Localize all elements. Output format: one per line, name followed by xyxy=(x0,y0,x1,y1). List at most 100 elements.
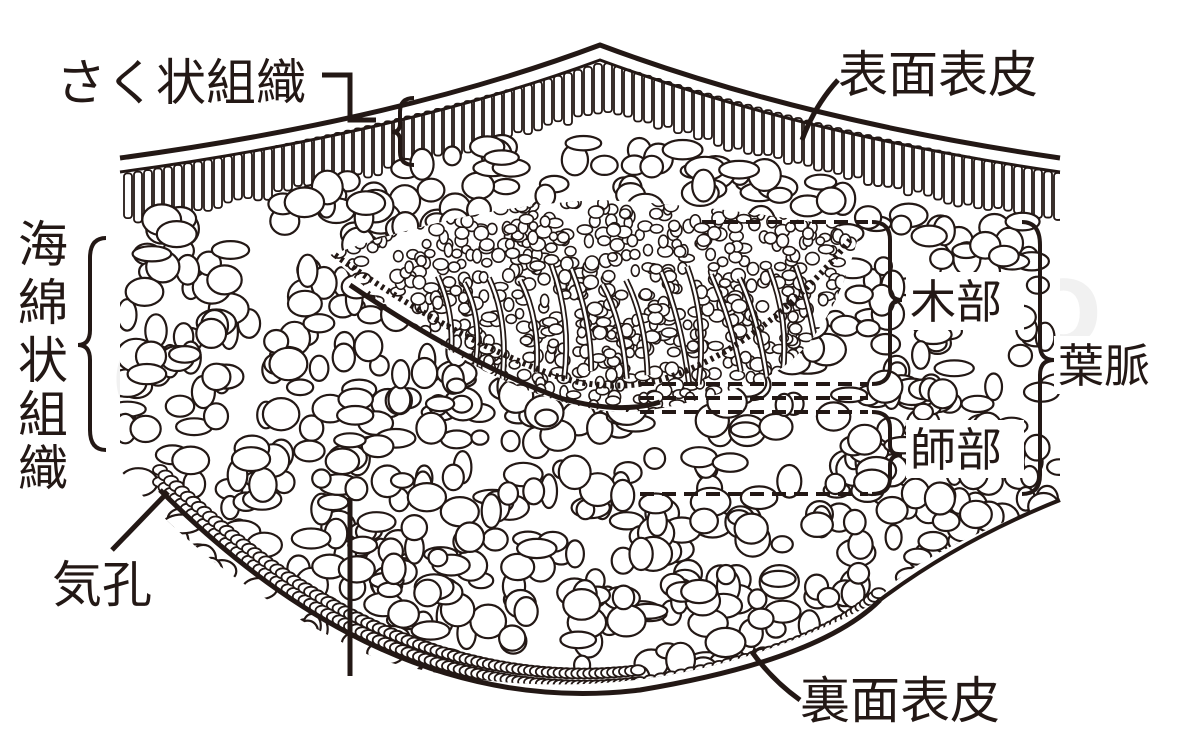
spongy-cell xyxy=(917,530,949,552)
spongy-cell xyxy=(1036,617,1060,634)
vein-cell xyxy=(503,223,518,235)
spongy-cell xyxy=(853,205,883,230)
vein-cell xyxy=(412,274,427,290)
vein-cell xyxy=(817,293,829,307)
palisade-cell xyxy=(993,161,1003,209)
spongy-cell xyxy=(910,224,948,248)
vein-cell xyxy=(718,278,732,289)
spongy-cell xyxy=(406,482,448,513)
spongy-cell xyxy=(844,284,874,305)
spongy-cell xyxy=(230,446,272,473)
palisade-cell xyxy=(123,172,133,220)
vein-cell xyxy=(647,311,664,325)
palisade-cell xyxy=(933,149,943,201)
vein-cell xyxy=(404,260,414,274)
palisade-cell xyxy=(1043,170,1053,219)
spongy-cell xyxy=(564,539,585,569)
spongy-cell xyxy=(415,411,448,445)
spongy-cell xyxy=(333,432,367,449)
vein-cell xyxy=(432,257,450,271)
spongy-cell xyxy=(912,402,934,422)
palisade-cell xyxy=(363,125,373,179)
spongy-cell xyxy=(131,245,173,263)
spongy-cell xyxy=(557,454,592,491)
spongy-cell xyxy=(829,314,861,337)
spongy-cell xyxy=(442,145,462,167)
vein-cell xyxy=(471,248,483,264)
palisade-cell xyxy=(723,98,733,152)
palisade-cell xyxy=(433,107,443,157)
palisade-layer xyxy=(123,62,1060,224)
palisade-cell xyxy=(513,86,523,134)
palisade-cell xyxy=(693,89,703,141)
palisade-cell xyxy=(713,95,723,147)
vein-cell xyxy=(787,310,799,324)
spongy-cell xyxy=(1024,637,1051,662)
spongy-cell xyxy=(497,481,520,506)
palisade-cell xyxy=(303,138,313,187)
palisade-cell xyxy=(973,157,983,210)
vein-cell xyxy=(478,238,495,252)
vein-cell xyxy=(584,255,600,271)
spongy-cell xyxy=(947,612,969,645)
vein-cell xyxy=(560,256,574,272)
vein-cell xyxy=(601,269,616,283)
spongy-cell xyxy=(254,655,274,685)
spongy-cell xyxy=(210,622,242,656)
spongy-cell xyxy=(297,665,324,685)
spongy-cell xyxy=(749,680,769,685)
spongy-cell xyxy=(159,589,187,621)
spongy-cell xyxy=(347,535,379,555)
spongy-cell xyxy=(454,521,486,553)
palisade-cell xyxy=(183,162,193,215)
spongy-cell xyxy=(500,552,536,582)
vein-cell xyxy=(353,255,370,267)
spongy-cell xyxy=(364,673,385,685)
spongy-cell xyxy=(887,646,928,665)
spongy-cell xyxy=(926,594,947,629)
palisade-cell xyxy=(733,101,743,150)
vein-cell xyxy=(392,249,404,263)
lower-epidermis-cell xyxy=(737,653,754,665)
spongy-cell xyxy=(770,535,794,554)
spongy-cell xyxy=(760,569,797,589)
vein-cell xyxy=(630,264,641,278)
vein-cell xyxy=(746,261,760,276)
vein-cell xyxy=(543,254,560,266)
palisade-cell xyxy=(623,68,633,118)
spongy-cell xyxy=(849,628,892,663)
spongy-cell xyxy=(202,402,230,431)
spongy-cell xyxy=(169,671,203,685)
spongy-cell xyxy=(164,394,196,418)
spongy-cell xyxy=(971,609,1000,633)
vein-cell xyxy=(606,252,618,263)
vein-cell xyxy=(527,230,539,246)
vein-cell xyxy=(724,242,736,255)
palisade-cell xyxy=(893,140,903,190)
vein-cell xyxy=(544,242,558,254)
spongy-cell xyxy=(220,593,251,620)
palisade-cell xyxy=(563,71,573,126)
spongy-cell xyxy=(266,644,295,668)
palisade-cell xyxy=(1053,172,1060,221)
palisade-cell xyxy=(293,140,303,187)
vein-cell xyxy=(529,260,546,272)
spongy-cell xyxy=(275,619,311,655)
spongy-cell xyxy=(262,619,285,636)
spongy-cell xyxy=(234,660,264,685)
spongy-cell xyxy=(129,414,162,444)
spongy-cell xyxy=(244,688,274,705)
palisade-cell xyxy=(543,77,553,126)
label-spongy-char: 海 xyxy=(18,216,68,274)
spongy-cell xyxy=(739,485,779,511)
spongy-cell xyxy=(815,186,847,215)
palisade-cell xyxy=(583,65,593,117)
label-lower-epidermis: 裏面表皮 xyxy=(800,672,1000,730)
palisade-cell xyxy=(223,154,233,204)
spongy-cell xyxy=(967,619,1004,642)
palisade-cell xyxy=(633,71,643,123)
spongy-cell xyxy=(903,547,933,566)
spongy-cell xyxy=(903,620,932,656)
vein-cell xyxy=(759,260,773,271)
vein-cell xyxy=(511,289,525,300)
